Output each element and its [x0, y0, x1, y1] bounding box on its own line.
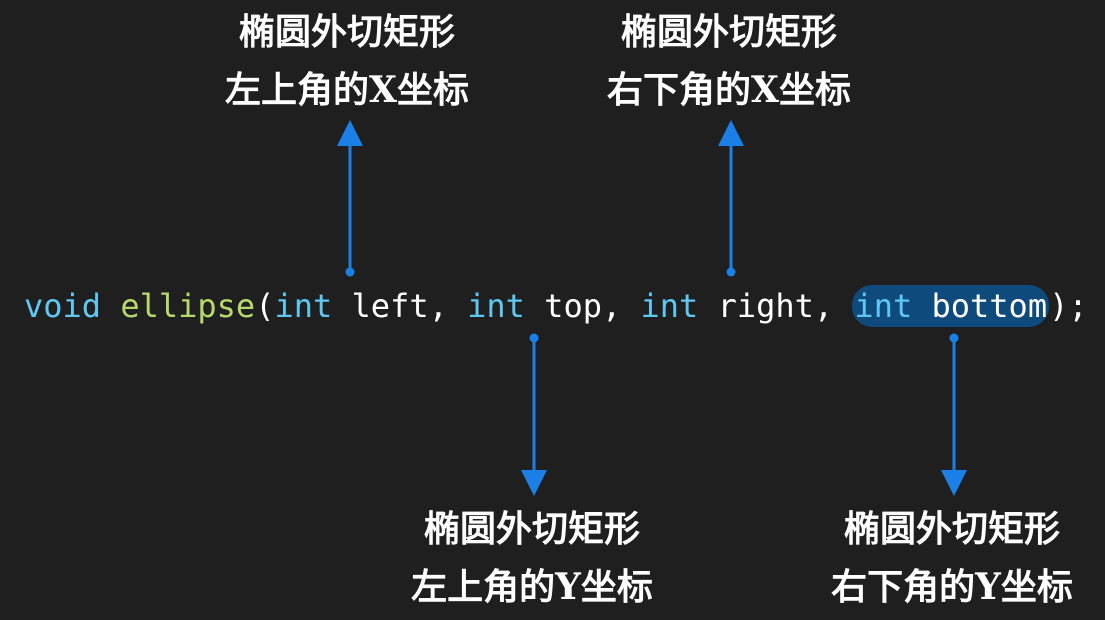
annotation-bottom-line1: 椭圆外切矩形	[843, 508, 1061, 550]
highlighted-param-bottom: int bottom	[852, 285, 1050, 327]
annotation-left: 椭圆外切矩形 左上角的X坐标	[225, 3, 469, 119]
code-line: void ellipse(int left, int top, int righ…	[24, 280, 1088, 332]
arrow-left-up	[337, 120, 363, 277]
comma-2: ,	[601, 287, 622, 325]
param-left-name: left	[351, 287, 429, 325]
arrow-bottom-down	[941, 333, 967, 496]
annotation-bottom: 椭圆外切矩形 右下角的Y坐标	[831, 500, 1073, 616]
annotation-left-line2: 左上角的X坐标	[225, 69, 469, 111]
return-type: void	[24, 287, 102, 325]
annotation-top: 椭圆外切矩形 左上角的Y坐标	[411, 500, 653, 616]
param-left-type: int	[274, 287, 333, 325]
annotation-bottom-line2: 右下角的Y坐标	[831, 566, 1073, 608]
arrow-top-down	[521, 333, 547, 496]
comma-3: ,	[813, 287, 834, 325]
annotation-right-line2: 右下角的X坐标	[607, 69, 851, 111]
close-paren-semicolon: );	[1049, 287, 1088, 325]
param-top-type: int	[467, 287, 525, 325]
annotation-top-line1: 椭圆外切矩形	[423, 508, 641, 550]
comma-1: ,	[428, 287, 448, 325]
param-bottom-name: bottom	[931, 287, 1048, 325]
param-top-name: top	[544, 287, 602, 325]
param-bottom-type: int	[854, 287, 913, 325]
function-name: ellipse	[120, 287, 256, 325]
param-right-name: right	[717, 287, 814, 325]
annotation-left-line1: 椭圆外切矩形	[238, 11, 455, 53]
annotation-right-line1: 椭圆外切矩形	[620, 11, 837, 53]
annotation-top-line2: 左上角的Y坐标	[411, 566, 653, 608]
annotation-right: 椭圆外切矩形 右下角的X坐标	[607, 3, 851, 119]
arrow-right-up	[718, 120, 744, 277]
open-paren: (	[255, 287, 275, 325]
param-right-type: int	[640, 287, 699, 325]
